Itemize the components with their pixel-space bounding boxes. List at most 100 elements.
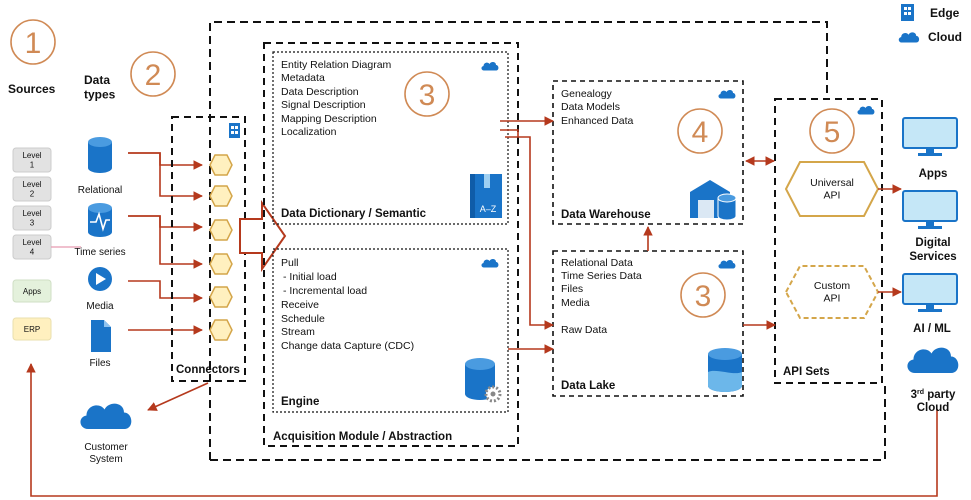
svg-text:5: 5 <box>824 116 841 149</box>
data-warehouse-box <box>552 80 744 225</box>
svg-text:Signal Description: Signal Description <box>281 99 366 111</box>
connector-hex-1 <box>209 154 233 176</box>
time-series-icon <box>88 203 112 237</box>
connectors-title: Connectors <box>176 364 240 376</box>
acquisition-module-box <box>263 42 519 447</box>
sources-title: Sources <box>8 82 56 96</box>
type-to-connector-arrows <box>128 152 203 335</box>
api-cloud-icon <box>857 106 875 115</box>
svg-text:Stream: Stream <box>281 326 315 338</box>
connector-hex-2 <box>209 185 233 207</box>
connector-hexagons <box>209 154 233 341</box>
file-icon <box>91 320 111 352</box>
lake-lines: Relational Data Time Series Data Files M… <box>561 257 642 336</box>
engine-database-gear-icon <box>465 358 502 403</box>
flow-arrows <box>26 116 938 497</box>
cloud-icon <box>898 32 920 43</box>
warehouse-icon <box>690 180 737 221</box>
svg-text:Media: Media <box>561 297 590 309</box>
svg-text:Time Series Data: Time Series Data <box>561 270 642 282</box>
lake-database-icon <box>708 348 742 392</box>
acquisition-module-title: Acquisition Module / Abstraction <box>273 431 452 443</box>
dictionary-cloud-icon <box>481 62 499 71</box>
media-play-icon <box>88 267 112 291</box>
building-icon <box>901 4 914 21</box>
data-lake-title: Data Lake <box>561 380 615 392</box>
svg-text:- Incremental load: - Incremental load <box>283 285 367 297</box>
database-icon <box>88 137 112 173</box>
svg-text:Data Models: Data Models <box>561 101 620 113</box>
data-type-media-label: Media <box>86 301 114 312</box>
svg-text:Metadata: Metadata <box>281 72 325 84</box>
data-warehouse-title: Data Warehouse <box>561 209 651 221</box>
engine-cloud-icon <box>481 259 499 268</box>
svg-text:Relational Data: Relational Data <box>561 257 633 269</box>
api-sets-title: API Sets <box>783 366 830 378</box>
svg-text:Data Description: Data Description <box>281 86 359 98</box>
warehouse-lines: Genealogy Data Models Enhanced Data <box>561 88 634 127</box>
svg-text:ERP: ERP <box>24 325 40 334</box>
svg-text:Files: Files <box>561 283 583 295</box>
svg-text:- Initial load: - Initial load <box>283 271 337 283</box>
dictionary-lines: Entity Relation Diagram Metadata Data De… <box>281 59 392 138</box>
output-ai-ml-label: AI / ML <box>913 323 951 335</box>
step-number-3-lake: 3 <box>680 272 726 318</box>
step-number-1: 1 <box>10 19 56 65</box>
dictionary-book-icon: A–Z <box>470 174 502 218</box>
step-number-4: 4 <box>677 108 723 154</box>
step-number-5: 5 <box>809 108 855 154</box>
apps-monitor-icon <box>902 117 958 157</box>
digital-services-monitor-icon <box>902 190 958 230</box>
svg-text:Mapping Description: Mapping Description <box>281 113 377 125</box>
api-sets-box <box>774 98 883 384</box>
svg-text:Schedule: Schedule <box>281 313 325 325</box>
raw-data-label: Raw Data <box>561 324 607 336</box>
outer-edge-boundary-bottom <box>210 385 886 461</box>
engine-lines: Pull - Initial load - Incremental load R… <box>281 257 414 352</box>
data-type-relational-label: Relational <box>78 185 122 196</box>
svg-text:Apps: Apps <box>23 287 41 296</box>
svg-text:Pull: Pull <box>281 257 299 269</box>
svg-text:A–Z: A–Z <box>480 204 497 214</box>
svg-text:Change data Capture (CDC): Change data Capture (CDC) <box>281 340 414 352</box>
outer-edge-boundary <box>209 21 828 460</box>
connector-hex-5 <box>209 286 233 308</box>
engine-box <box>272 248 509 413</box>
svg-text:1: 1 <box>25 27 42 60</box>
connector-hex-4 <box>209 253 233 275</box>
source-apps: Apps <box>12 279 52 303</box>
lake-cloud-icon <box>718 260 736 269</box>
svg-text:3: 3 <box>419 79 436 112</box>
third-party-cloud-icon <box>907 347 959 373</box>
legend-cloud-label: Cloud <box>928 30 962 44</box>
connector-hex-6 <box>209 319 233 341</box>
connector-hex-3 <box>209 219 233 241</box>
warehouse-cloud-icon <box>718 90 736 99</box>
data-dictionary-title: Data Dictionary / Semantic <box>281 208 427 220</box>
data-type-files-label: Files <box>89 358 110 369</box>
svg-text:Enhanced Data: Enhanced Data <box>561 115 634 127</box>
svg-text:Entity Relation Diagram: Entity Relation Diagram <box>281 59 392 71</box>
connectors-building-icon <box>229 123 240 138</box>
legend: Edge Cloud <box>898 4 962 44</box>
svg-text:Receive: Receive <box>281 299 319 311</box>
customer-system-cloud-icon <box>80 403 132 429</box>
engine-title: Engine <box>281 396 319 408</box>
svg-text:2: 2 <box>145 59 162 92</box>
step-number-3-dictionary: 3 <box>404 71 450 117</box>
